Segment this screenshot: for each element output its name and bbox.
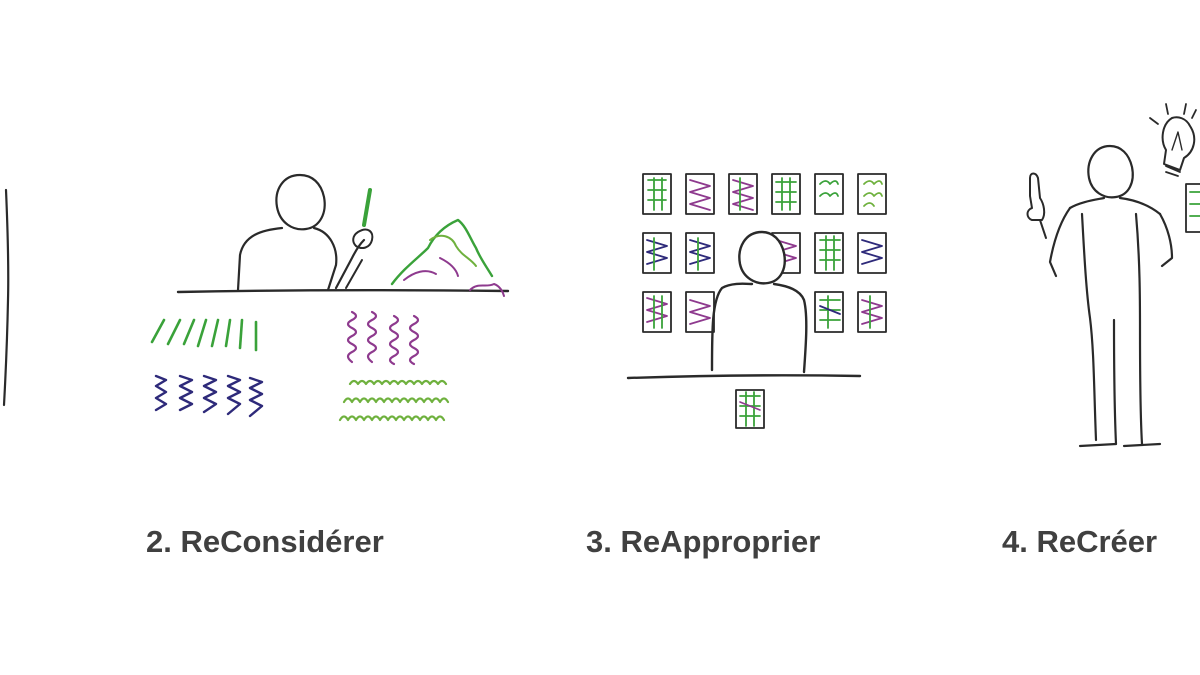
person-left-arm bbox=[1048, 206, 1072, 278]
card-icon bbox=[642, 232, 672, 274]
card-icon bbox=[685, 232, 715, 274]
thumbs-up-icon bbox=[1026, 172, 1046, 221]
card-icon bbox=[728, 173, 758, 215]
card-grid bbox=[642, 173, 887, 333]
panel-2-reconsiderer bbox=[150, 173, 510, 422]
card-icon bbox=[642, 291, 672, 333]
purple-squiggles bbox=[346, 310, 420, 366]
card-icon bbox=[642, 173, 672, 215]
card-icon bbox=[814, 232, 844, 274]
card-icon bbox=[685, 173, 715, 215]
pencil-icon bbox=[362, 188, 372, 227]
person-head bbox=[738, 230, 786, 285]
card-icon bbox=[1185, 183, 1200, 233]
person-body bbox=[710, 282, 754, 372]
navy-zigzags bbox=[154, 374, 264, 418]
card-icon bbox=[857, 232, 887, 274]
caption-step-4: 4. ReCréer bbox=[1002, 524, 1158, 559]
green-strokes bbox=[150, 318, 258, 352]
caption-step-2: 2. ReConsidérer bbox=[146, 524, 384, 559]
person-right-arm bbox=[1158, 212, 1174, 268]
card-icon bbox=[814, 291, 844, 333]
person-head bbox=[1087, 144, 1134, 199]
table-line bbox=[626, 374, 862, 380]
crumpled-pile bbox=[390, 218, 494, 286]
card-icon bbox=[857, 173, 887, 215]
lightbulb-icon bbox=[1149, 103, 1197, 177]
panel-3-reapproprier bbox=[626, 173, 887, 429]
card-icon bbox=[735, 389, 765, 429]
person-head bbox=[275, 173, 326, 231]
person-body bbox=[1068, 196, 1106, 210]
caption-step-3: 3. ReApproprier bbox=[586, 524, 821, 559]
person-body bbox=[236, 226, 284, 292]
card-icon bbox=[857, 291, 887, 333]
panel-1-fragment bbox=[2, 188, 10, 407]
green-coils bbox=[338, 379, 450, 422]
panel-4-recreer bbox=[1026, 103, 1200, 448]
card-icon bbox=[814, 173, 844, 215]
table-line bbox=[176, 289, 510, 294]
card-icon bbox=[771, 173, 801, 215]
